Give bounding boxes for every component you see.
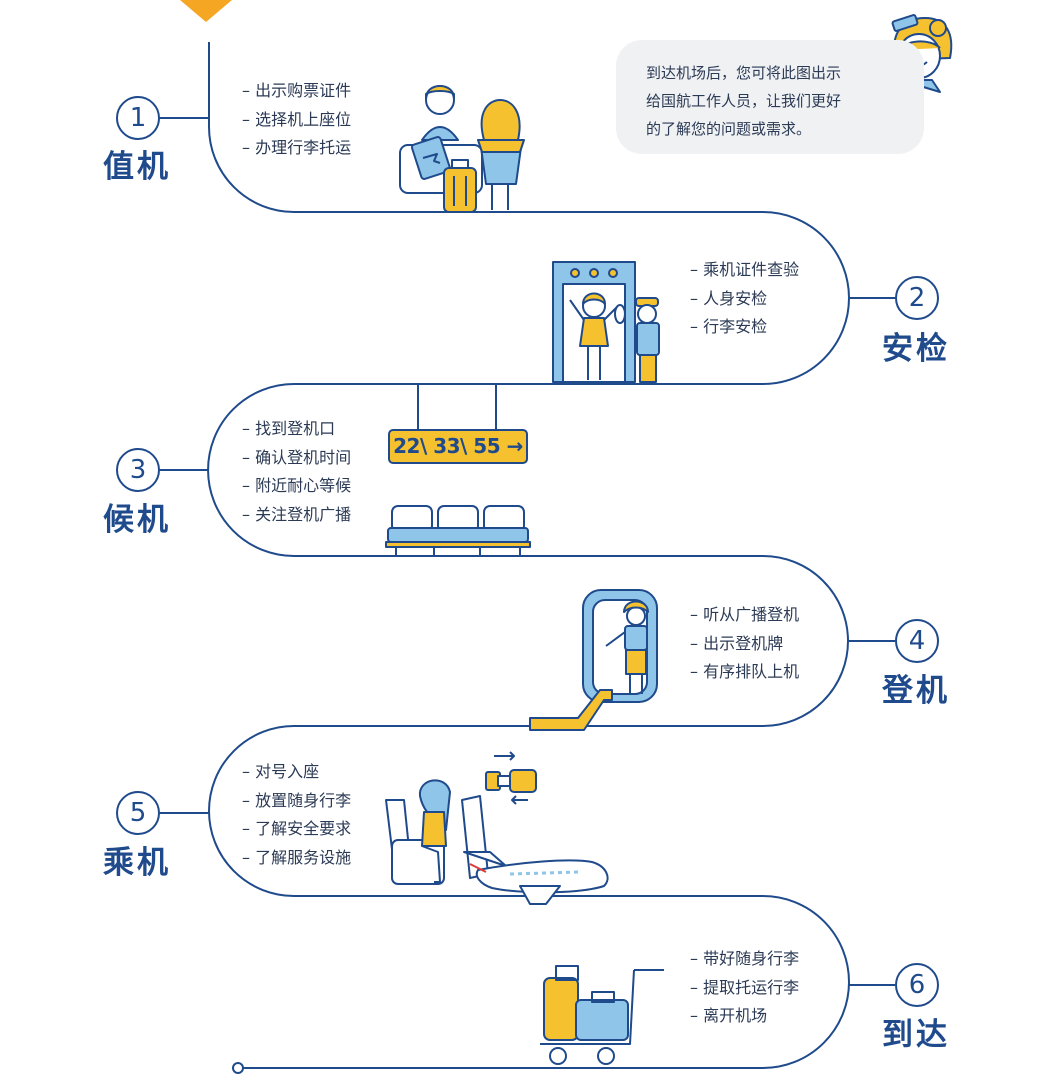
notice-line: 到达机场后，您可将此图出示 (646, 64, 842, 82)
step-title-4: 登机 (882, 673, 950, 709)
step-title-6: 到达 (882, 1017, 950, 1053)
step-item: 提取托运行李 (690, 974, 799, 1003)
path-end-dot (232, 1062, 244, 1074)
security-gate-illustration-icon (552, 261, 660, 383)
step-item: 确认登机时间 (242, 444, 351, 473)
notice-bubble: 到达机场后，您可将此图出示 给国航工作人员，让我们更好 的了解您的问题或需求。 (616, 40, 924, 154)
step-item: 人身安检 (690, 285, 799, 314)
step-number-4: 4 (895, 619, 939, 663)
journey-path (207, 42, 850, 1069)
step-item: 放置随身行李 (242, 787, 351, 816)
step-1-items: 出示购票证件 选择机上座位 办理行李托运 (242, 77, 351, 163)
step-item: 找到登机口 (242, 415, 351, 444)
step-item: 关注登机广播 (242, 501, 351, 530)
gate-sign: 22\ 33\ 55 → (388, 429, 528, 464)
step-item: 了解安全要求 (242, 815, 351, 844)
step-6-items: 带好随身行李 提取托运行李 离开机场 (690, 945, 799, 1031)
notice-line: 给国航工作人员，让我们更好 (646, 92, 842, 110)
step-title-5: 乘机 (103, 845, 171, 881)
seatbelt-icon (485, 751, 537, 805)
step-title-1: 值机 (103, 149, 171, 185)
step-number-3: 3 (116, 448, 160, 492)
step-item: 出示登机牌 (690, 630, 799, 659)
step-number-6: 6 (895, 963, 939, 1007)
check-in-illustration-icon (399, 85, 525, 213)
notice-line: 的了解您的问题或需求。 (646, 120, 812, 138)
step-number-2: 2 (895, 276, 939, 320)
step-number-1: 1 (116, 96, 160, 140)
waiting-chairs-illustration-icon (385, 505, 531, 556)
step-item: 听从广播登机 (690, 601, 799, 630)
step-item: 行李安检 (690, 313, 799, 342)
step-title-3: 候机 (103, 502, 171, 538)
step-item: 带好随身行李 (690, 945, 799, 974)
step-3-items: 找到登机口 确认登机时间 附近耐心等候 关注登机广播 (242, 415, 351, 529)
step-2-items: 乘机证件查验 人身安检 行李安检 (690, 256, 799, 342)
step-title-2: 安检 (882, 331, 950, 367)
top-marker-icon (180, 0, 232, 22)
step-number-5: 5 (116, 791, 160, 835)
luggage-cart-illustration-icon (540, 965, 664, 1065)
step-item: 办理行李托运 (242, 134, 351, 163)
step-item: 有序排队上机 (690, 658, 799, 687)
step-5-items: 对号入座 放置随身行李 了解安全要求 了解服务设施 (242, 758, 351, 872)
cabin-seat-illustration-icon (385, 779, 489, 885)
step-item: 离开机场 (690, 1002, 799, 1031)
step-4-items: 听从广播登机 出示登机牌 有序排队上机 (690, 601, 799, 687)
step-item: 了解服务设施 (242, 844, 351, 873)
step-item: 乘机证件查验 (690, 256, 799, 285)
airplane-icon (463, 851, 609, 905)
step-item: 出示购票证件 (242, 77, 351, 106)
step-item: 附近耐心等候 (242, 472, 351, 501)
boarding-door-illustration-icon (529, 589, 658, 731)
step-item: 选择机上座位 (242, 106, 351, 135)
step-item: 对号入座 (242, 758, 351, 787)
